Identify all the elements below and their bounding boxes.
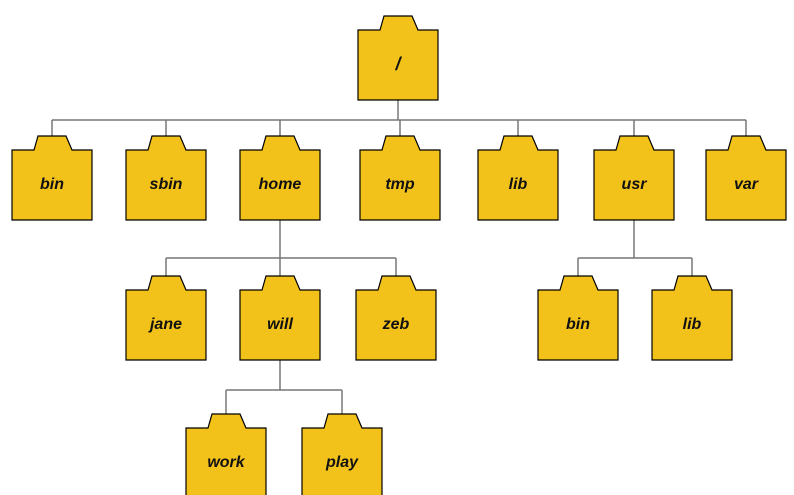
- folder-node-root: /: [357, 15, 439, 101]
- folder-icon: [11, 135, 93, 221]
- folder-label: tmp: [385, 176, 415, 193]
- folder-node-sbin: sbin: [125, 135, 207, 221]
- folder-node-zeb: zeb: [355, 275, 437, 361]
- folder-node-usr-lib: lib: [651, 275, 733, 361]
- folder-label: home: [259, 176, 302, 193]
- folder-label: jane: [148, 316, 182, 333]
- folder-node-bin: bin: [11, 135, 93, 221]
- folder-icon: [125, 275, 207, 361]
- folder-node-lib: lib: [477, 135, 559, 221]
- folder-icon: [301, 413, 383, 495]
- folder-node-var: var: [705, 135, 787, 221]
- connector-lines: [51, 100, 747, 414]
- folder-label: sbin: [150, 176, 183, 193]
- folder-icon: [239, 135, 321, 221]
- folder-label: play: [325, 454, 359, 471]
- folder-icon: [185, 413, 267, 495]
- folder-label: work: [207, 454, 245, 471]
- folder-icon: [357, 15, 439, 101]
- folder-node-will: will: [239, 275, 321, 361]
- folder-node-jane: jane: [125, 275, 207, 361]
- folder-label: /: [394, 54, 402, 74]
- folder-icon: [125, 135, 207, 221]
- folder-label: will: [267, 316, 293, 333]
- folder-label: var: [734, 176, 759, 193]
- folder-icon: [705, 135, 787, 221]
- folder-icon: [239, 275, 321, 361]
- folder-icon: [537, 275, 619, 361]
- folder-label: lib: [509, 176, 528, 193]
- folder-label: usr: [622, 176, 648, 193]
- folder-label: bin: [40, 176, 64, 193]
- folder-nodes: / bin sbin home tmp lib usr var jane will zeb bin li…: [11, 15, 787, 495]
- folder-node-usr-bin: bin: [537, 275, 619, 361]
- folder-node-work: work: [185, 413, 267, 495]
- folder-node-home: home: [239, 135, 321, 221]
- folder-icon: [651, 275, 733, 361]
- folder-label: bin: [566, 316, 590, 333]
- folder-node-usr: usr: [593, 135, 675, 221]
- folder-node-tmp: tmp: [359, 135, 441, 221]
- folder-icon: [477, 135, 559, 221]
- folder-icon: [593, 135, 675, 221]
- folder-label: zeb: [382, 316, 410, 333]
- folder-icon: [355, 275, 437, 361]
- folder-icon: [359, 135, 441, 221]
- folder-label: lib: [683, 316, 702, 333]
- folder-node-play: play: [301, 413, 383, 495]
